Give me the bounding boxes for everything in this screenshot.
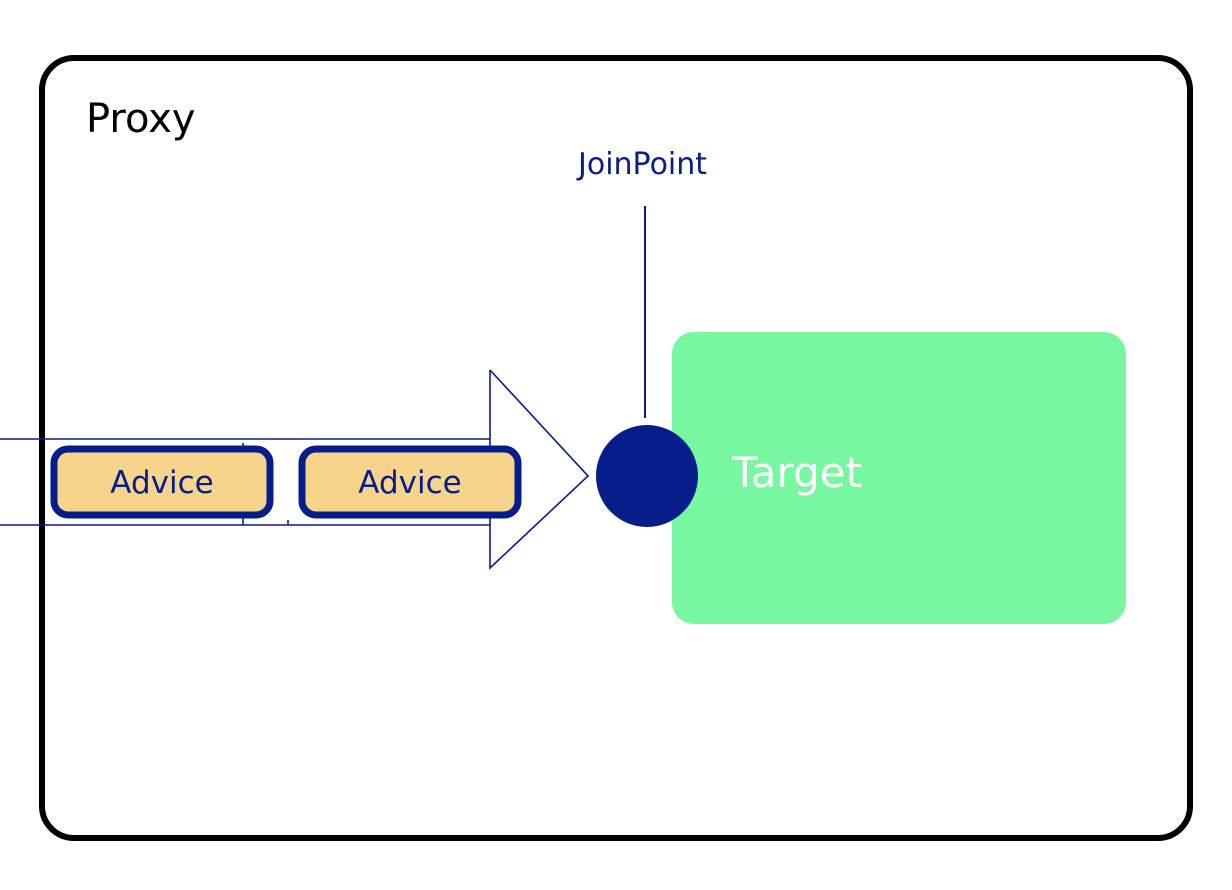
joinpoint-circle: [596, 425, 698, 527]
joinpoint-label: JoinPoint: [576, 147, 707, 182]
advice-label-1: Advice: [110, 465, 213, 501]
proxy-label: Proxy: [86, 96, 196, 142]
target-box: [672, 332, 1126, 624]
advice-box-1: Advice: [50, 445, 274, 519]
advice-label-2: Advice: [358, 465, 461, 501]
advice-box-2: Advice: [298, 445, 522, 519]
target-label: Target: [731, 448, 862, 497]
